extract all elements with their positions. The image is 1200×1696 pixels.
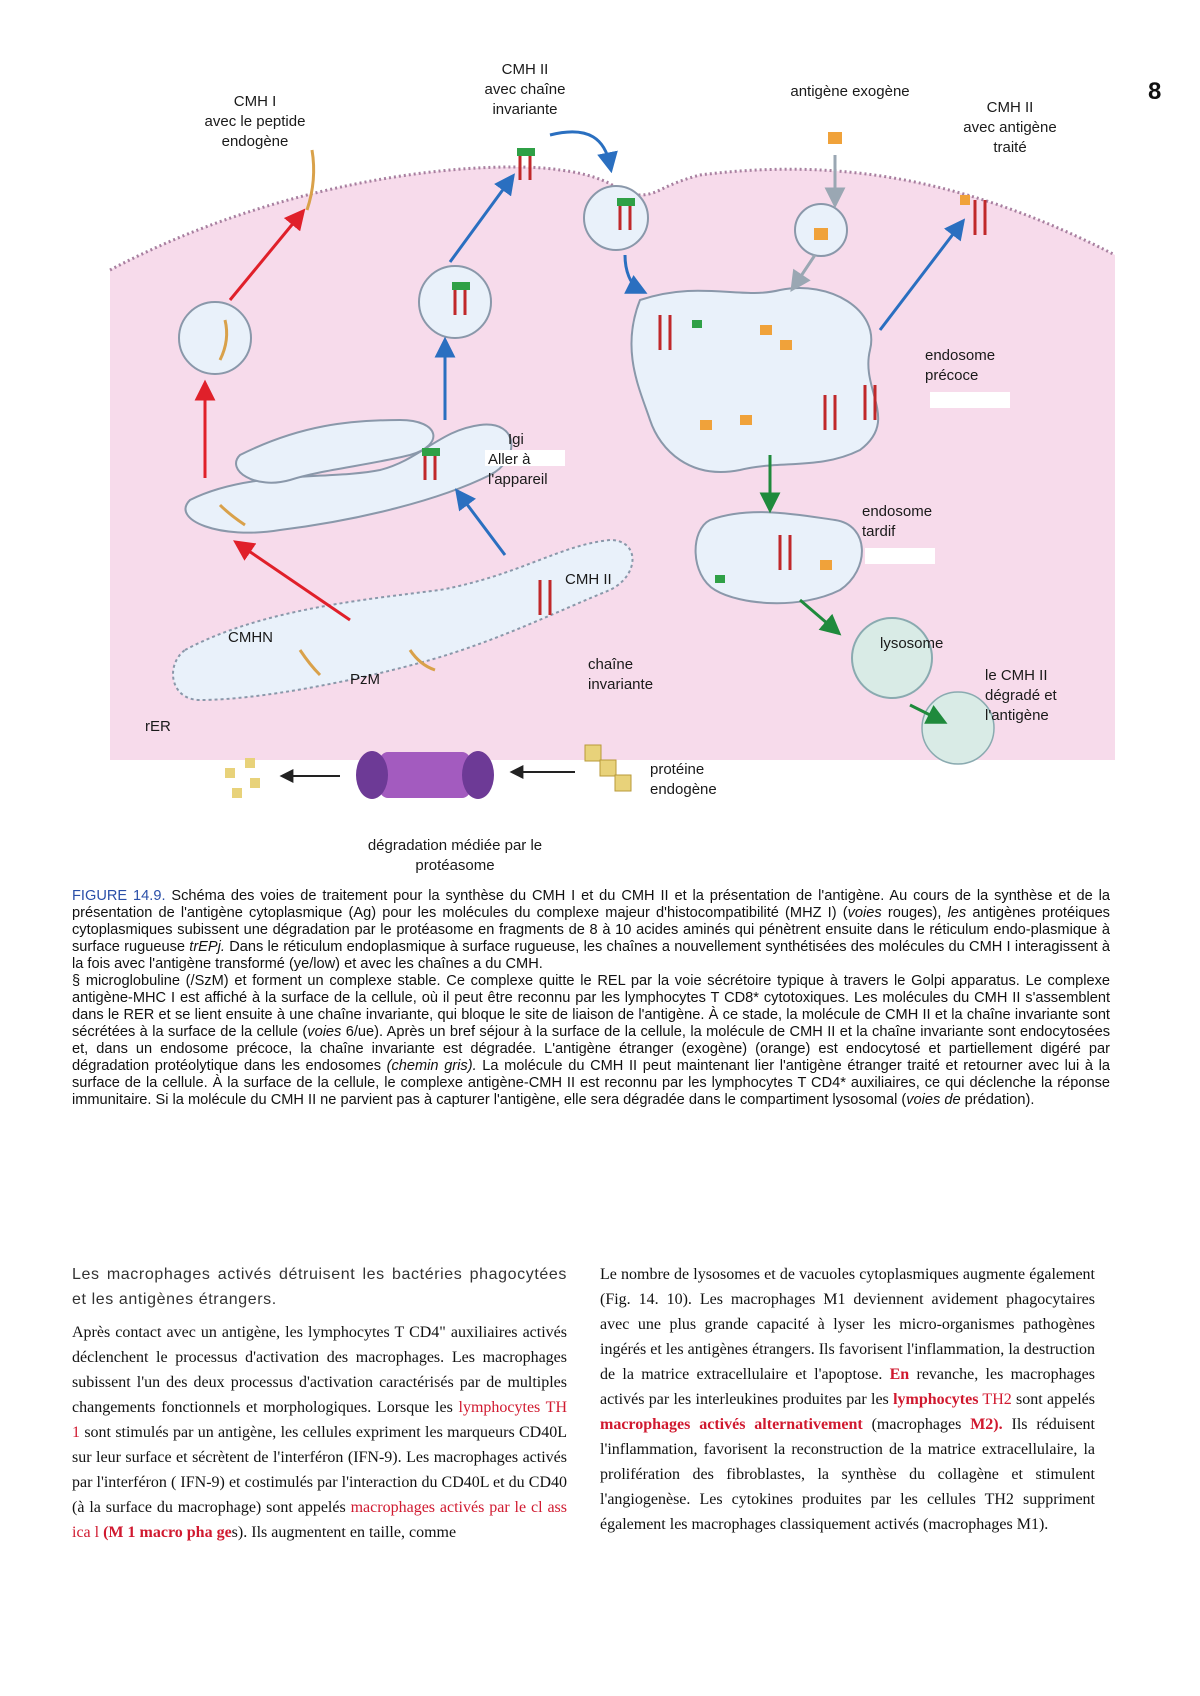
label-exogenous-antigen: antigène exogène	[775, 82, 925, 102]
label-mhc1-peptide: CMH I avec le peptide endogène	[185, 92, 325, 152]
vesicle-mhc1	[179, 302, 251, 374]
label-mhc2-invariant: CMH II avec chaîne invariante	[460, 60, 590, 120]
figure-caption: FIGURE 14.9. Schéma des voies de traitem…	[72, 888, 1110, 1109]
label-invariant-chain: chaîne invariante	[588, 655, 653, 695]
lead-paragraph: Les macrophages activés détruisent les b…	[72, 1262, 567, 1312]
label-late-endosome: endosome tardif	[862, 502, 932, 542]
label-proteasome: dégradation médiée par le protéasome	[340, 836, 570, 876]
label-golgi: Igi Aller à l'appareil	[488, 430, 548, 490]
body-paragraph-right: Le nombre de lysosomes et de vacuoles cy…	[600, 1262, 1095, 1537]
peptide-fragments	[225, 758, 260, 798]
early-endosome	[631, 288, 878, 472]
caption-paragraph-2: § microglobuline (/SzM) et forment un co…	[72, 973, 1110, 1109]
label-mhc2-processed: CMH II avec antigène traité	[945, 98, 1075, 158]
body-column-right: Le nombre de lysosomes et de vacuoles cy…	[600, 1262, 1095, 1545]
lysosome	[852, 618, 932, 698]
label-lysosome: lysosome	[880, 634, 943, 654]
label-early-endosome: endosome précoce	[925, 346, 995, 386]
label-rer: rER	[145, 717, 171, 737]
label-mask	[865, 548, 935, 564]
body-paragraph-left: Après contact avec un antigène, les lymp…	[72, 1320, 567, 1545]
label-mask	[930, 392, 1010, 408]
label-endogenous-protein: protéine endogène	[650, 760, 717, 800]
degraded-vesicle	[922, 692, 994, 764]
proteasome	[356, 751, 494, 799]
vesicle-endocytic	[584, 186, 648, 250]
label-mhc2-rer: CMH II	[565, 570, 612, 590]
body-column-left: Les macrophages activés détruisent les b…	[72, 1262, 567, 1553]
label-pzm: PzM	[350, 670, 380, 690]
caption-paragraph-1: FIGURE 14.9. Schéma des voies de traitem…	[72, 888, 1110, 973]
label-degraded: le CMH II dégradé et l'antigène	[985, 666, 1057, 726]
figure-label: FIGURE 14.9.	[72, 888, 166, 904]
label-cmhn: CMHN	[228, 628, 273, 648]
